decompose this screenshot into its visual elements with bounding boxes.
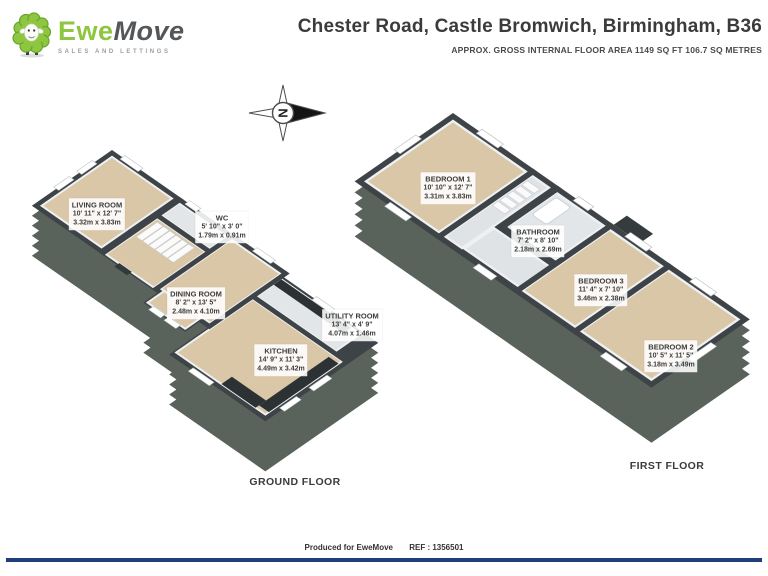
page-title: Chester Road, Castle Bromwich, Birmingha… [297,16,762,37]
ewemove-logo: EweMove SALES AND LETTINGS [12,10,185,58]
room-label-wc: WC 5' 10" x 3' 0" 1.79m x 0.91m [195,211,249,243]
brand-move: Move [113,16,185,46]
bottom-blue-rule [6,558,762,562]
first-floor-plan [354,113,750,443]
compass-icon: N [248,84,327,142]
room-label-utility-room: UTILITY ROOM 13' 4" x 4' 9" 4.07m x 1.46… [322,309,382,341]
footer-ref: REF : 1356501 [409,543,464,552]
room-label-living-room: LIVING ROOM 10' 11" x 12' 7" 3.32m x 3.8… [68,198,126,230]
brand-wordmark: EweMove [58,18,185,45]
footer: Produced for EweMove REF : 1356501 [0,543,768,552]
ground-windows [53,155,336,412]
floor-area-subtitle: APPROX. GROSS INTERNAL FLOOR AREA 1149 S… [451,45,762,55]
front-door [114,263,132,276]
compass-north-letter: N [276,108,291,117]
brand-tagline: SALES AND LETTINGS [58,49,171,55]
staircase [135,221,195,263]
sheep-mascot-icon [12,12,52,58]
room-label-bedroom-1: BEDROOM 1 10' 10" x 12' 7" 3.31m x 3.83m [420,172,476,204]
rear-platform [613,215,654,243]
stairwell [491,180,541,215]
room-label-bedroom-3: BEDROOM 3 11' 4" x 7' 10" 3.46m x 2.38m [574,274,628,306]
ground-floor-label: GROUND FLOOR [249,476,341,488]
first-floors [364,119,741,382]
room-label-bedroom-2: BEDROOM 2 10' 5" x 11' 5" 3.18m x 3.49m [644,340,698,372]
first-floor-label: FIRST FLOOR [629,460,705,472]
bathtub [532,198,571,225]
room-label-bathroom: BATHROOM 7' 2" x 8' 10" 2.18m x 2.69m [511,225,565,257]
footer-produced: Produced for EweMove [304,543,393,552]
room-label-dining-room: DINING ROOM 8' 2" x 13' 5" 2.48m x 4.10m [167,287,225,319]
room-label-kitchen: KITCHEN 14' 9" x 11' 3" 4.49m x 3.42m [254,344,308,376]
brand-ewe: Ewe [58,16,114,46]
